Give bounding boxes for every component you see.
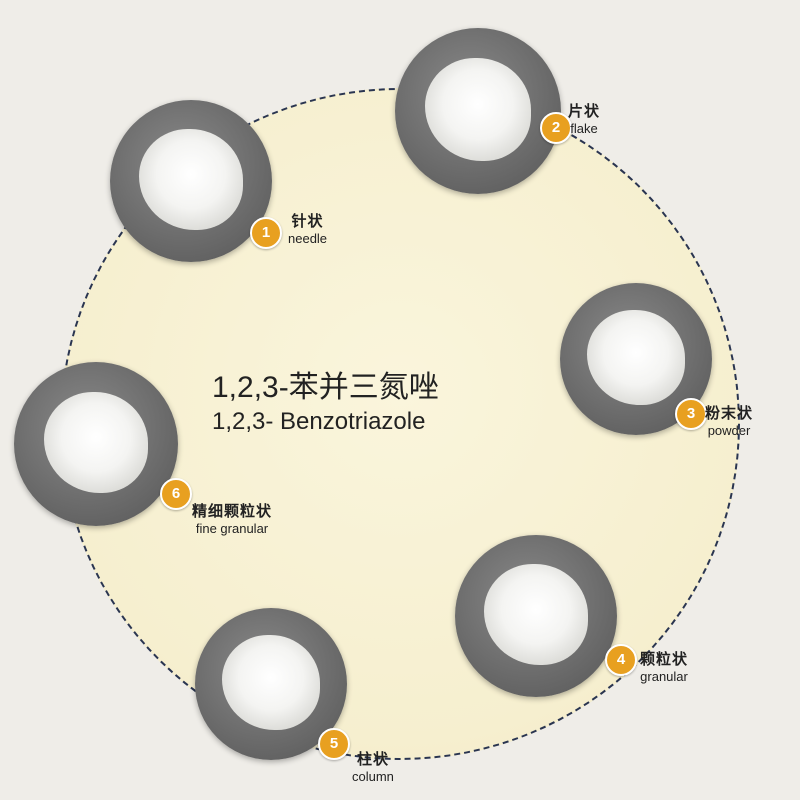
badge-3: 3 bbox=[675, 398, 707, 430]
badge-2: 2 bbox=[540, 112, 572, 144]
sample-image-granular bbox=[455, 535, 617, 697]
sample-image-flake bbox=[395, 28, 561, 194]
title-chinese: 1,2,3-苯并三氮唑 bbox=[212, 371, 439, 404]
badge-1: 1 bbox=[250, 217, 282, 249]
label-fine-granular: 精细颗粒状 fine granular bbox=[192, 503, 273, 536]
badge-6: 6 bbox=[160, 478, 192, 510]
sample-image-fine-granular bbox=[14, 362, 178, 526]
sample-image-needle bbox=[110, 100, 272, 262]
label-powder: 粉末状 powder bbox=[705, 405, 754, 438]
label-needle: 针状 needle bbox=[288, 213, 328, 246]
label-flake: 片状 flake bbox=[568, 103, 601, 136]
title-english: 1,2,3- Benzotriazole bbox=[212, 408, 426, 435]
badge-4: 4 bbox=[605, 644, 637, 676]
label-granular: 颗粒状 granular bbox=[640, 651, 689, 684]
label-column: 柱状 column bbox=[352, 751, 394, 784]
badge-5: 5 bbox=[318, 728, 350, 760]
product-title: 1,2,3-苯并三氮唑 1,2,3- Benzotriazole bbox=[212, 362, 439, 436]
